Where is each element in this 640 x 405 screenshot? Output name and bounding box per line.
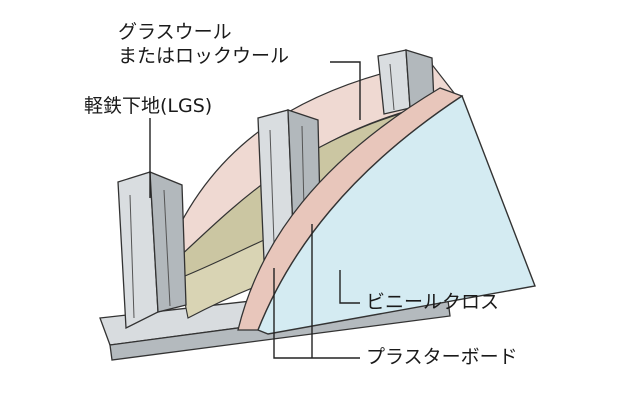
label-steel-frame: 軽鉄下地(LGS) xyxy=(84,95,213,117)
steel-stud-left xyxy=(117,171,187,330)
leader-insulation xyxy=(330,61,361,120)
vinyl-cloth-face xyxy=(257,94,536,335)
label-vinyl-cloth: ビニールクロス xyxy=(366,291,500,313)
leader-plaster-board xyxy=(273,224,360,359)
leader-vinyl-cloth xyxy=(339,270,360,304)
label-plaster-board: プラスターボード xyxy=(366,346,518,368)
label-insulation-line2: またはロックウール xyxy=(118,45,290,67)
label-insulation-line1: グラスウール xyxy=(118,21,232,43)
